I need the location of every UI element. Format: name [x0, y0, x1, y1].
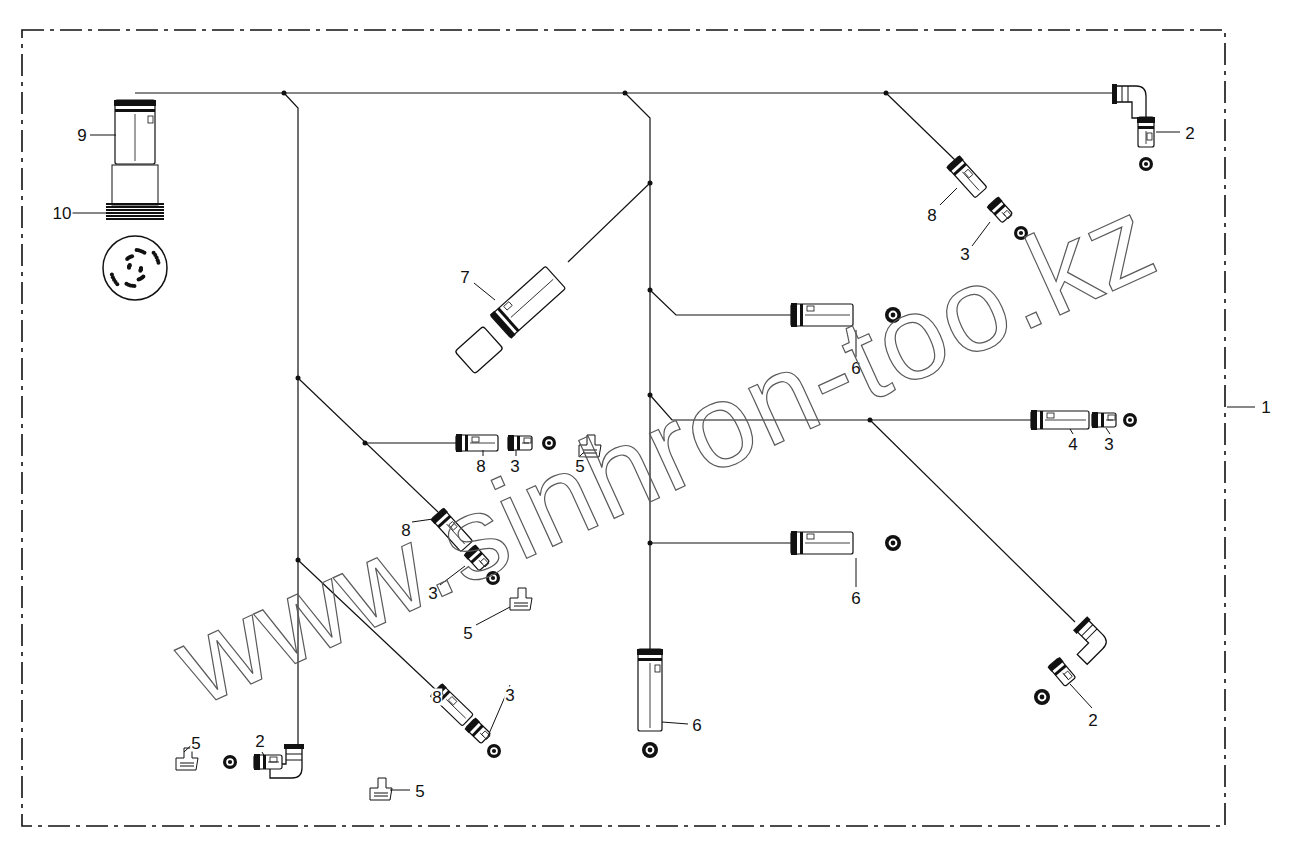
splice-dot [623, 91, 628, 96]
plug-connector [1137, 117, 1155, 147]
callout-number: 2 [1087, 712, 1098, 729]
splice-dot [363, 441, 368, 446]
splice-dot [282, 91, 287, 96]
sensor-connector [637, 649, 663, 731]
leader-line [1227, 407, 1255, 408]
splice-dot [648, 541, 653, 546]
seal-cap [1123, 413, 1137, 427]
leader-line [1156, 132, 1180, 133]
leader-line [483, 450, 484, 456]
leader-line [1106, 428, 1110, 434]
leader-line [262, 752, 265, 757]
wire [870, 420, 1075, 622]
seal-cap [1139, 157, 1153, 171]
seal-cap [487, 744, 501, 758]
elbow-connector [1063, 616, 1111, 664]
terminal-clip [370, 778, 392, 800]
wire [886, 93, 955, 160]
callout-number: 6 [850, 590, 861, 607]
watermark: www.sinhron-too.kz [159, 177, 1172, 724]
callout-number: 3 [504, 687, 515, 704]
leader-line [662, 722, 688, 724]
multi-pin-connector [490, 265, 566, 338]
callout-number: 10 [52, 205, 73, 222]
splice-dot [648, 181, 653, 186]
wire [365, 442, 457, 443]
seal-cap [1034, 689, 1050, 705]
wire [625, 93, 650, 650]
wire [650, 542, 792, 543]
bulkhead-connector [103, 165, 167, 300]
leader-line [72, 213, 106, 214]
multi-pin-plug [455, 326, 503, 374]
callout-number: 3 [1103, 436, 1114, 453]
callout-number: 7 [459, 269, 470, 286]
plug-connector [1092, 412, 1116, 428]
seal-cap [642, 742, 658, 758]
plug-connector [987, 196, 1014, 224]
wire [568, 183, 650, 262]
callout-number: 6 [691, 717, 702, 734]
inline-connector [430, 683, 474, 727]
leader-line [474, 283, 495, 300]
callout-number: 5 [190, 735, 201, 752]
callout-number: 8 [431, 689, 442, 706]
seal-cap [223, 755, 237, 769]
elbow-connector [1112, 84, 1146, 118]
plug-connector [1048, 657, 1077, 687]
callout-number: 8 [926, 207, 937, 224]
leader-line [1070, 429, 1073, 434]
callout-number: 9 [76, 127, 87, 144]
callout-number: 5 [462, 625, 473, 642]
callout-number: 2 [1184, 125, 1195, 142]
callout-number: 5 [414, 783, 425, 800]
inline-connector [1031, 410, 1089, 430]
main-connector [114, 100, 156, 164]
callout-number: 1 [1260, 399, 1271, 416]
wire [650, 290, 792, 315]
sensor-connector [791, 531, 853, 555]
callout-number: 2 [254, 733, 265, 750]
leader-line [390, 790, 410, 791]
plug-connector [465, 718, 493, 745]
callout-number: 4 [1067, 436, 1078, 453]
inline-connector [456, 434, 498, 452]
wire [298, 378, 438, 512]
terminal-clip [510, 588, 532, 610]
leader-line [856, 558, 857, 587]
seal-cap [885, 535, 901, 551]
assembly-border [22, 30, 1225, 826]
leader-line [1070, 684, 1092, 708]
splice-dot [884, 91, 889, 96]
splice-dot [648, 288, 653, 293]
plug-connector [254, 754, 282, 770]
leader-line [476, 607, 510, 625]
leader-line [940, 188, 957, 205]
leader-line [90, 135, 116, 136]
splice-dot [296, 376, 301, 381]
